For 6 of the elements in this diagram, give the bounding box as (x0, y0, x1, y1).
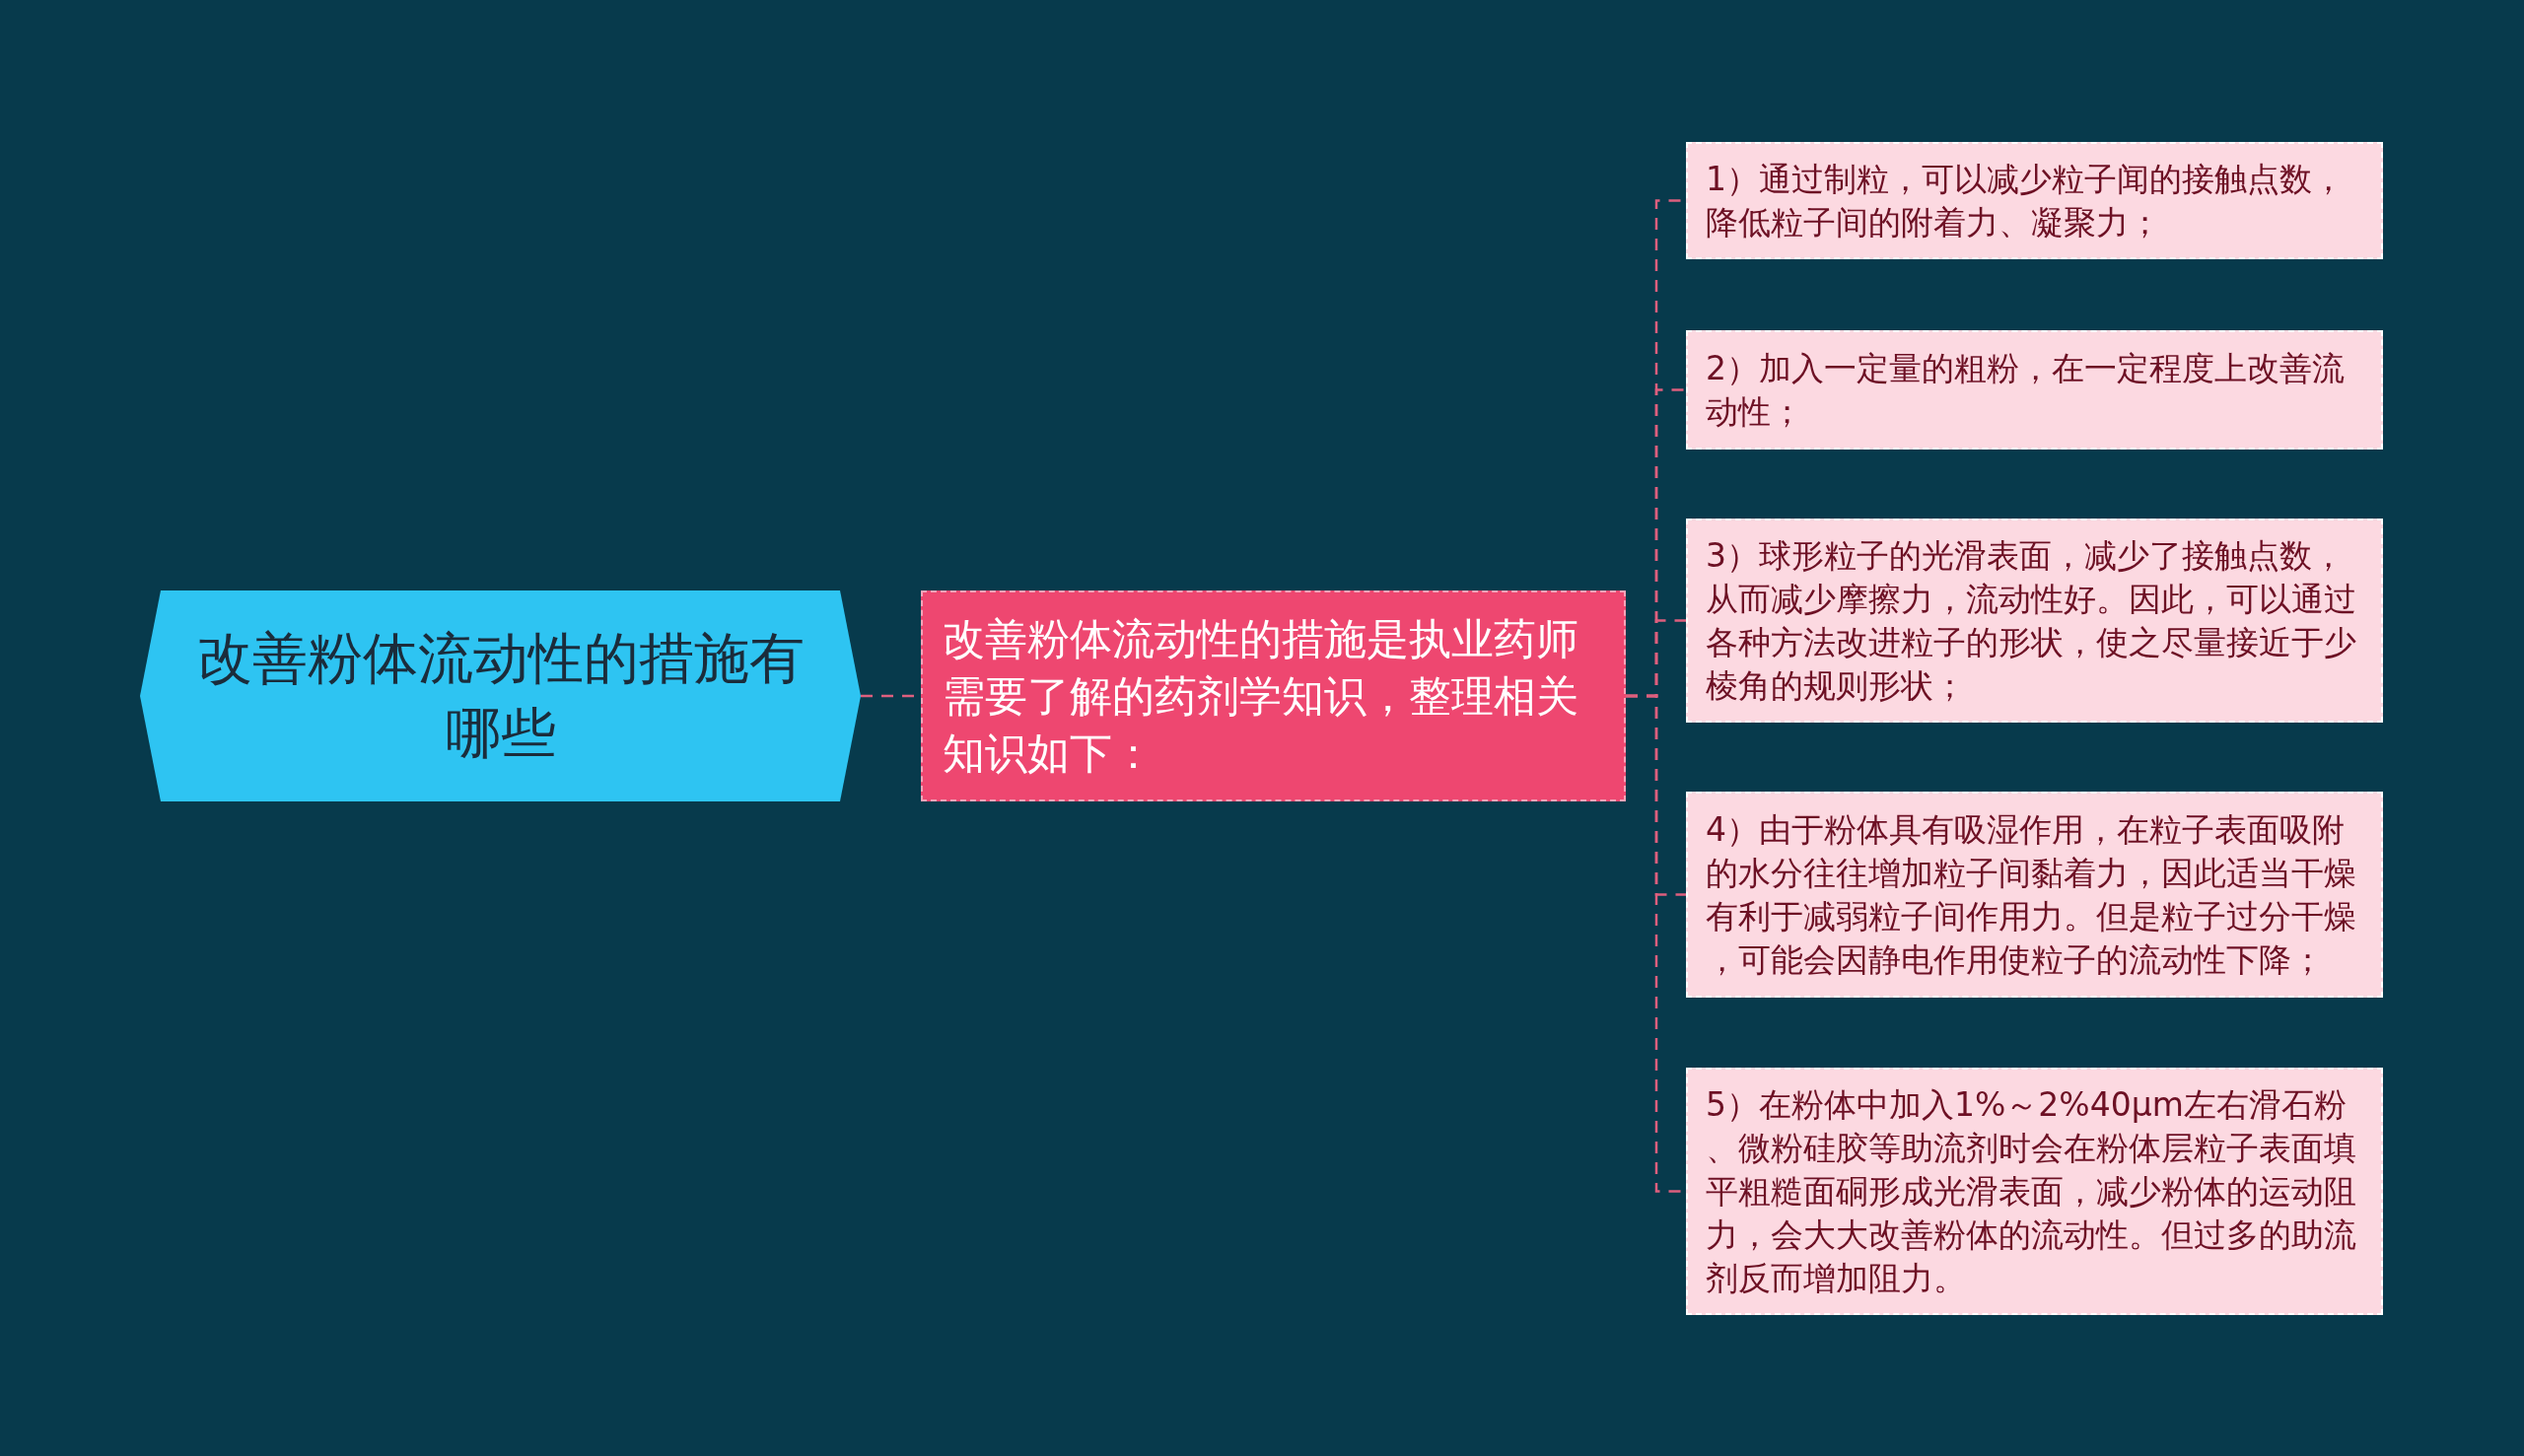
detail-box: 2）加入一定量的粗粉，在一定程度上改善流动性； (1686, 330, 2383, 450)
summary-box: 改善粉体流动性的措施是执业药师需要了解的药剂学知识，整理相关知识如下： (921, 590, 1626, 801)
detail-box: 5）在粉体中加入1%～2%40μm左右滑石粉、微粉硅胶等助流剂时会在粉体层粒子表面填平粗糙面硐形成光滑表面，减少粉体的运动阻力，会大大改善粉体的流动性。但过多的助流剂反而增加阻力。 (1686, 1068, 2383, 1315)
detail-box: 1）通过制粒，可以减少粒子闻的接触点数，降低粒子间的附着力、凝聚力； (1686, 142, 2383, 259)
detail-box: 4）由于粉体具有吸湿作用，在粒子表面吸附的水分往往增加粒子间黏着力，因此适当干燥有利于减弱粒子间作用力。但是粒子过分干燥，可能会因静电作用使粒子的流动性下降； (1686, 792, 2383, 998)
detail-box: 3）球形粒子的光滑表面，减少了接触点数，从而减少摩擦力，流动性好。因此，可以通过各种方法改进粒子的形状，使之尽量接近于少棱角的规则形状； (1686, 519, 2383, 723)
